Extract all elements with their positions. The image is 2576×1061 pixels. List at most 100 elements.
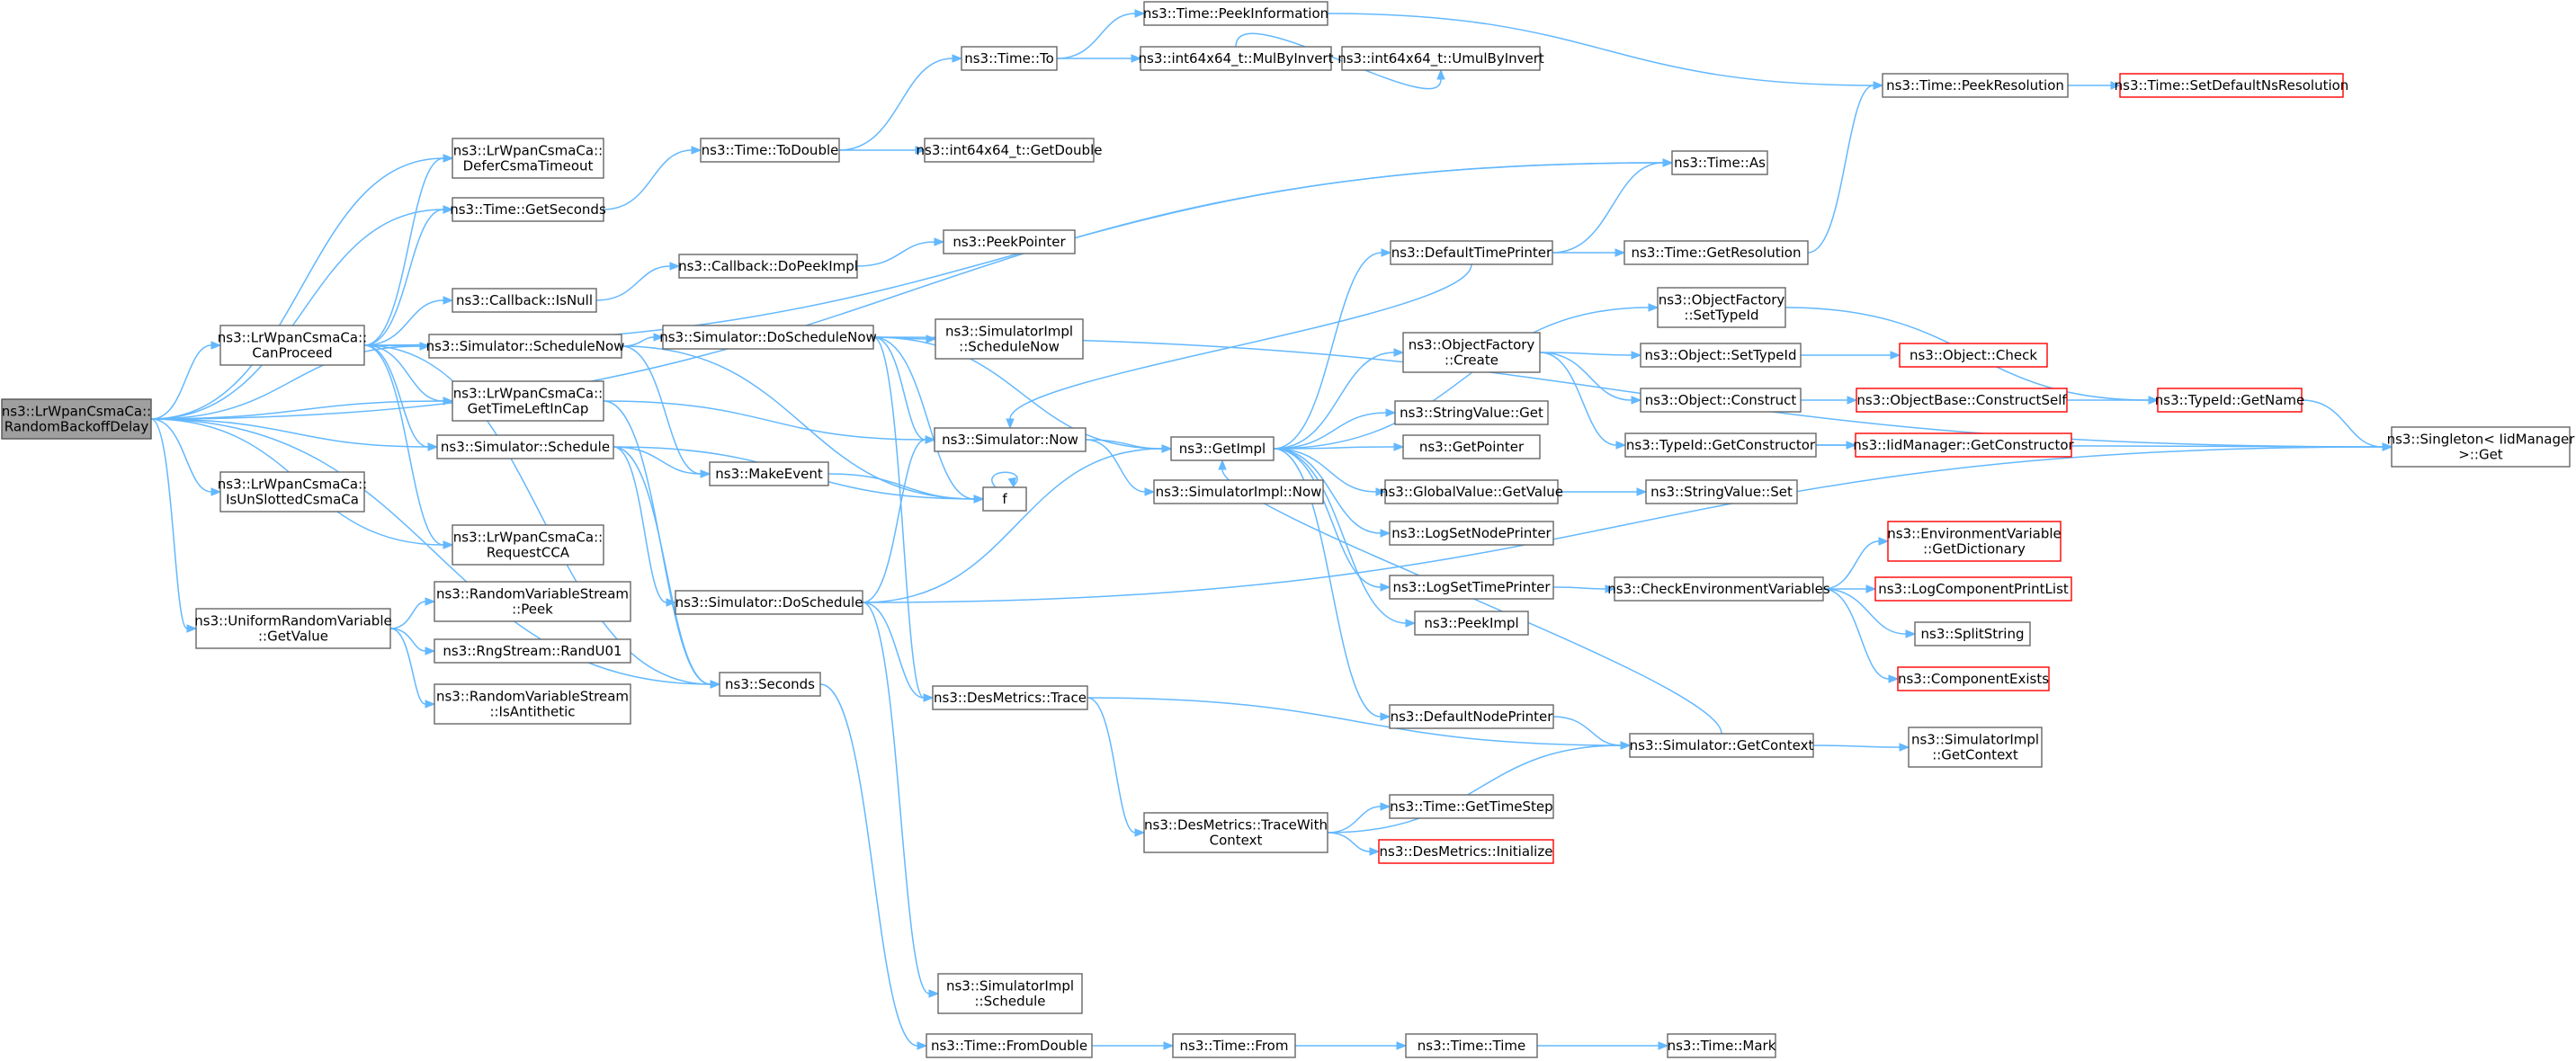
node-defaulttimeprinter[interactable]: ns3::DefaultTimePrinter bbox=[1390, 240, 1553, 265]
node-simgetcontext[interactable]: ns3::Simulator::GetContext bbox=[1629, 733, 1814, 758]
node-label: ns3::SimulatorImpl bbox=[945, 324, 1073, 340]
node-label: ns3::Time::From bbox=[1180, 1038, 1289, 1054]
node-label: ns3::RngStream::RandU01 bbox=[443, 643, 622, 659]
node-f[interactable]: f bbox=[982, 486, 1027, 512]
node-box bbox=[935, 318, 1084, 360]
call-edge-ofcreate-to-objconstruct bbox=[1539, 352, 1642, 405]
node-label: ns3::EnvironmentVariable bbox=[1887, 526, 2061, 542]
node-makeevent[interactable]: ns3::MakeEvent bbox=[709, 461, 829, 486]
node-svget[interactable]: ns3::StringValue::Get bbox=[1394, 400, 1549, 425]
node-typeidgetname[interactable]: ns3::TypeId::GetName bbox=[2155, 388, 2304, 413]
node-getresolution[interactable]: ns3::Time::GetResolution bbox=[1623, 240, 1809, 265]
node-ofcreate[interactable]: ns3::ObjectFactory::Create bbox=[1402, 332, 1541, 373]
node-randu01[interactable]: ns3::RngStream::RandU01 bbox=[434, 638, 631, 664]
node-getdouble[interactable]: ns3::int64x64_t::GetDouble bbox=[917, 138, 1103, 163]
node-timeto[interactable]: ns3::Time::To bbox=[961, 46, 1058, 71]
node-compexists[interactable]: ns3::ComponentExists bbox=[1897, 666, 2050, 691]
node-box bbox=[1143, 1, 1328, 26]
node-simnow[interactable]: ns3::Simulator::Now bbox=[934, 427, 1087, 452]
call-edge-defaulttimeprinter-to-getresolution bbox=[1552, 248, 1626, 257]
node-getconstructor[interactable]: ns3::TypeId::GetConstructor bbox=[1624, 432, 1817, 458]
node-simimplgetcontext[interactable]: ns3::SimulatorImpl::GetContext bbox=[1908, 727, 2043, 768]
node-requestcca[interactable]: ns3::LrWpanCsmaCa::RequestCCA bbox=[452, 524, 604, 566]
node-gettimestep[interactable]: ns3::Time::GetTimeStep bbox=[1389, 794, 1554, 819]
node-logsettimeprinter[interactable]: ns3::LogSetTimePrinter bbox=[1389, 575, 1554, 600]
node-box bbox=[1624, 432, 1817, 458]
call-edge-timefrom-to-timetime bbox=[1295, 1041, 1408, 1050]
node-objconstruct[interactable]: ns3::Object::Construct bbox=[1640, 388, 1802, 413]
node-ofsettypeid[interactable]: ns3::ObjectFactory::SetTypeId bbox=[1657, 287, 1786, 328]
node-peekinfo[interactable]: ns3::Time::PeekInformation bbox=[1143, 1, 1328, 26]
node-simimplschedule[interactable]: ns3::SimulatorImpl::Schedule bbox=[937, 973, 1083, 1014]
call-edge-defaulttimeprinter-to-timeas bbox=[1552, 158, 1674, 254]
node-todouble[interactable]: ns3::Time::ToDouble bbox=[700, 138, 840, 163]
node-defercsma[interactable]: ns3::LrWpanCsmaCa::DeferCsmaTimeout bbox=[452, 138, 604, 179]
node-label: ::SetTypeId bbox=[1684, 308, 1758, 324]
node-singletonget[interactable]: ns3::Singleton< IidManager>::Get bbox=[2387, 426, 2576, 468]
node-constructself[interactable]: ns3::ObjectBase::ConstructSelf bbox=[1856, 388, 2068, 413]
node-simimplnow[interactable]: ns3::SimulatorImpl::Now bbox=[1153, 479, 1324, 504]
node-envgetdict[interactable]: ns3::EnvironmentVariable::GetDictionary bbox=[1887, 521, 2062, 562]
node-isunslotted[interactable]: ns3::LrWpanCsmaCa::IsUnSlottedCsmaCa bbox=[218, 471, 367, 513]
node-seconds[interactable]: ns3::Seconds bbox=[719, 672, 821, 697]
node-peekresolution[interactable]: ns3::Time::PeekResolution bbox=[1882, 73, 2069, 98]
node-getseconds[interactable]: ns3::Time::GetSeconds bbox=[450, 197, 606, 222]
node-getpointer[interactable]: ns3::GetPointer bbox=[1402, 434, 1541, 459]
node-schedule[interactable]: ns3::Simulator::Schedule bbox=[436, 434, 614, 459]
call-edge-getimpl-to-gvgetvalue bbox=[1273, 448, 1387, 496]
node-box bbox=[1614, 576, 1824, 602]
node-label: ns3::Time::GetResolution bbox=[1632, 245, 1802, 261]
node-rvspeek[interactable]: ns3::RandomVariableStream::Peek bbox=[434, 581, 631, 622]
node-objsettypeid[interactable]: ns3::Object::SetTypeId bbox=[1640, 343, 1802, 368]
call-edge-seconds-to-fromdouble bbox=[819, 683, 928, 1050]
node-svset[interactable]: ns3::StringValue::Set bbox=[1645, 479, 1798, 504]
node-timeas[interactable]: ns3::Time::As bbox=[1671, 150, 1768, 175]
node-doschedule[interactable]: ns3::Simulator::DoSchedule bbox=[675, 590, 863, 615]
node-label: ns3::DesMetrics::Initialize bbox=[1380, 843, 1553, 860]
node-dopeekimpl[interactable]: ns3::Callback::DoPeekImpl bbox=[678, 254, 858, 279]
node-box bbox=[1170, 436, 1275, 461]
call-edge-defaultnodeprinter-to-simgetcontext bbox=[1552, 716, 1632, 750]
node-peekimpl[interactable]: ns3::PeekImpl bbox=[1414, 611, 1529, 636]
node-setdefaultns[interactable]: ns3::Time::SetDefaultNsResolution bbox=[2115, 73, 2349, 98]
node-box bbox=[934, 427, 1087, 452]
node-umulbyinvert[interactable]: ns3::int64x64_t::UmulByInvert bbox=[1337, 46, 1544, 71]
node-fromdouble[interactable]: ns3::Time::FromDouble bbox=[926, 1033, 1093, 1058]
node-root[interactable]: ns3::LrWpanCsmaCa::RandomBackoffDelay bbox=[1, 398, 152, 440]
node-timefrom[interactable]: ns3::Time::From bbox=[1172, 1033, 1296, 1058]
node-defaultnodeprinter[interactable]: ns3::DefaultNodePrinter bbox=[1389, 704, 1554, 729]
node-objcheck[interactable]: ns3::Object::Check bbox=[1899, 343, 2048, 368]
node-isnull[interactable]: ns3::Callback::IsNull bbox=[452, 288, 597, 313]
node-urvgetvalue[interactable]: ns3::UniformRandomVariable::GetValue bbox=[194, 608, 392, 649]
node-timemark[interactable]: ns3::Time::Mark bbox=[1667, 1033, 1776, 1058]
node-label: ns3::LrWpanCsmaCa:: bbox=[218, 477, 367, 493]
node-label: ns3::RandomVariableStream bbox=[436, 689, 629, 705]
node-label: ns3::ComponentExists bbox=[1898, 671, 2049, 687]
node-desinit[interactable]: ns3::DesMetrics::Initialize bbox=[1378, 839, 1554, 864]
node-gettimeleft[interactable]: ns3::LrWpanCsmaCa::GetTimeLeftInCap bbox=[452, 380, 604, 422]
node-simimplschednow[interactable]: ns3::SimulatorImpl::ScheduleNow bbox=[935, 318, 1084, 360]
node-gvgetvalue[interactable]: ns3::GlobalValue::GetValue bbox=[1380, 479, 1563, 504]
node-doschedulenow[interactable]: ns3::Simulator::DoScheduleNow bbox=[659, 325, 877, 350]
node-isantithetic[interactable]: ns3::RandomVariableStream::IsAntithetic bbox=[434, 683, 631, 725]
node-destrace[interactable]: ns3::DesMetrics::Trace bbox=[932, 685, 1088, 710]
node-peekpointer[interactable]: ns3::PeekPointer bbox=[943, 229, 1076, 254]
node-logcompprint[interactable]: ns3::LogComponentPrintList bbox=[1874, 576, 2072, 602]
node-canproceed[interactable]: ns3::LrWpanCsmaCa::CanProceed bbox=[218, 325, 367, 366]
node-splitstring[interactable]: ns3::SplitString bbox=[1914, 621, 2031, 646]
node-box bbox=[1341, 46, 1541, 71]
node-box bbox=[1389, 575, 1554, 600]
node-mulbyinvert[interactable]: ns3::int64x64_t::MulByInvert bbox=[1139, 46, 1334, 71]
node-checkenv[interactable]: ns3::CheckEnvironmentVariables bbox=[1607, 576, 1830, 602]
node-logsetnodeprinter[interactable]: ns3::LogSetNodePrinter bbox=[1389, 521, 1554, 546]
node-getimpl[interactable]: ns3::GetImpl bbox=[1170, 436, 1275, 461]
call-edge-simgetcontext-to-simimplgetcontext bbox=[1812, 743, 1910, 752]
node-label: ns3::Object::SetTypeId bbox=[1645, 347, 1797, 363]
node-schedulenow[interactable]: ns3::Simulator::ScheduleNow bbox=[426, 334, 625, 359]
node-box bbox=[2157, 388, 2303, 413]
call-edge-gettimeleft-to-simnow bbox=[603, 400, 936, 444]
node-box bbox=[1384, 479, 1559, 504]
node-timetime[interactable]: ns3::Time::Time bbox=[1405, 1033, 1538, 1058]
node-iidgetconstructor[interactable]: ns3::IidManager::GetConstructor bbox=[1853, 432, 2075, 458]
